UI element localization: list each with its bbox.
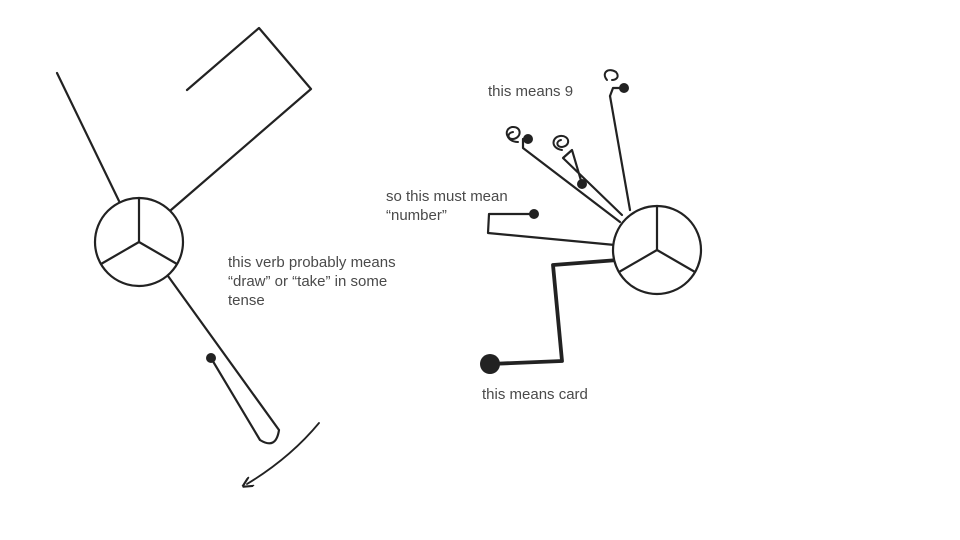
left-diagonal-stroke [55, 71, 121, 203]
left-core-circle [93, 196, 185, 288]
number-branch [486, 212, 617, 247]
left-loop-stroke [166, 274, 281, 445]
verb-annotation: this verb probably means “draw” or “take… [228, 253, 396, 310]
right-glyph [480, 69, 703, 374]
spiral-a-curl [505, 125, 521, 143]
number-end-dot [529, 209, 539, 219]
spiral-branch-b-dot [577, 179, 587, 189]
verb-annotation-line-3: tense [228, 292, 265, 309]
number-annotation: so this must mean “number” [386, 187, 508, 225]
number-annotation-line-2: “number” [386, 207, 447, 224]
right-core-circle [611, 204, 703, 296]
nine-annotation: this means 9 [488, 83, 574, 100]
verb-annotation-line-1: this verb probably means [228, 254, 396, 271]
spiral-branch-b [561, 148, 624, 217]
left-loop-end-dot [206, 353, 216, 363]
nine-branch [608, 94, 632, 212]
spiral-branch-a-dot [523, 134, 533, 144]
nine-end-dot [619, 83, 629, 93]
card-end-dot [480, 354, 500, 374]
nine-loop [603, 69, 619, 81]
left-zigzag-stroke [169, 26, 313, 212]
number-annotation-line-1: so this must mean [386, 188, 508, 205]
card-branch [488, 258, 620, 366]
left-motion-arrow [247, 422, 320, 484]
left-glyph [55, 26, 320, 484]
spiral-b-curl [552, 134, 570, 151]
verb-annotation-line-2: “draw” or “take” in some [228, 273, 388, 290]
card-annotation: this means card [482, 386, 588, 403]
